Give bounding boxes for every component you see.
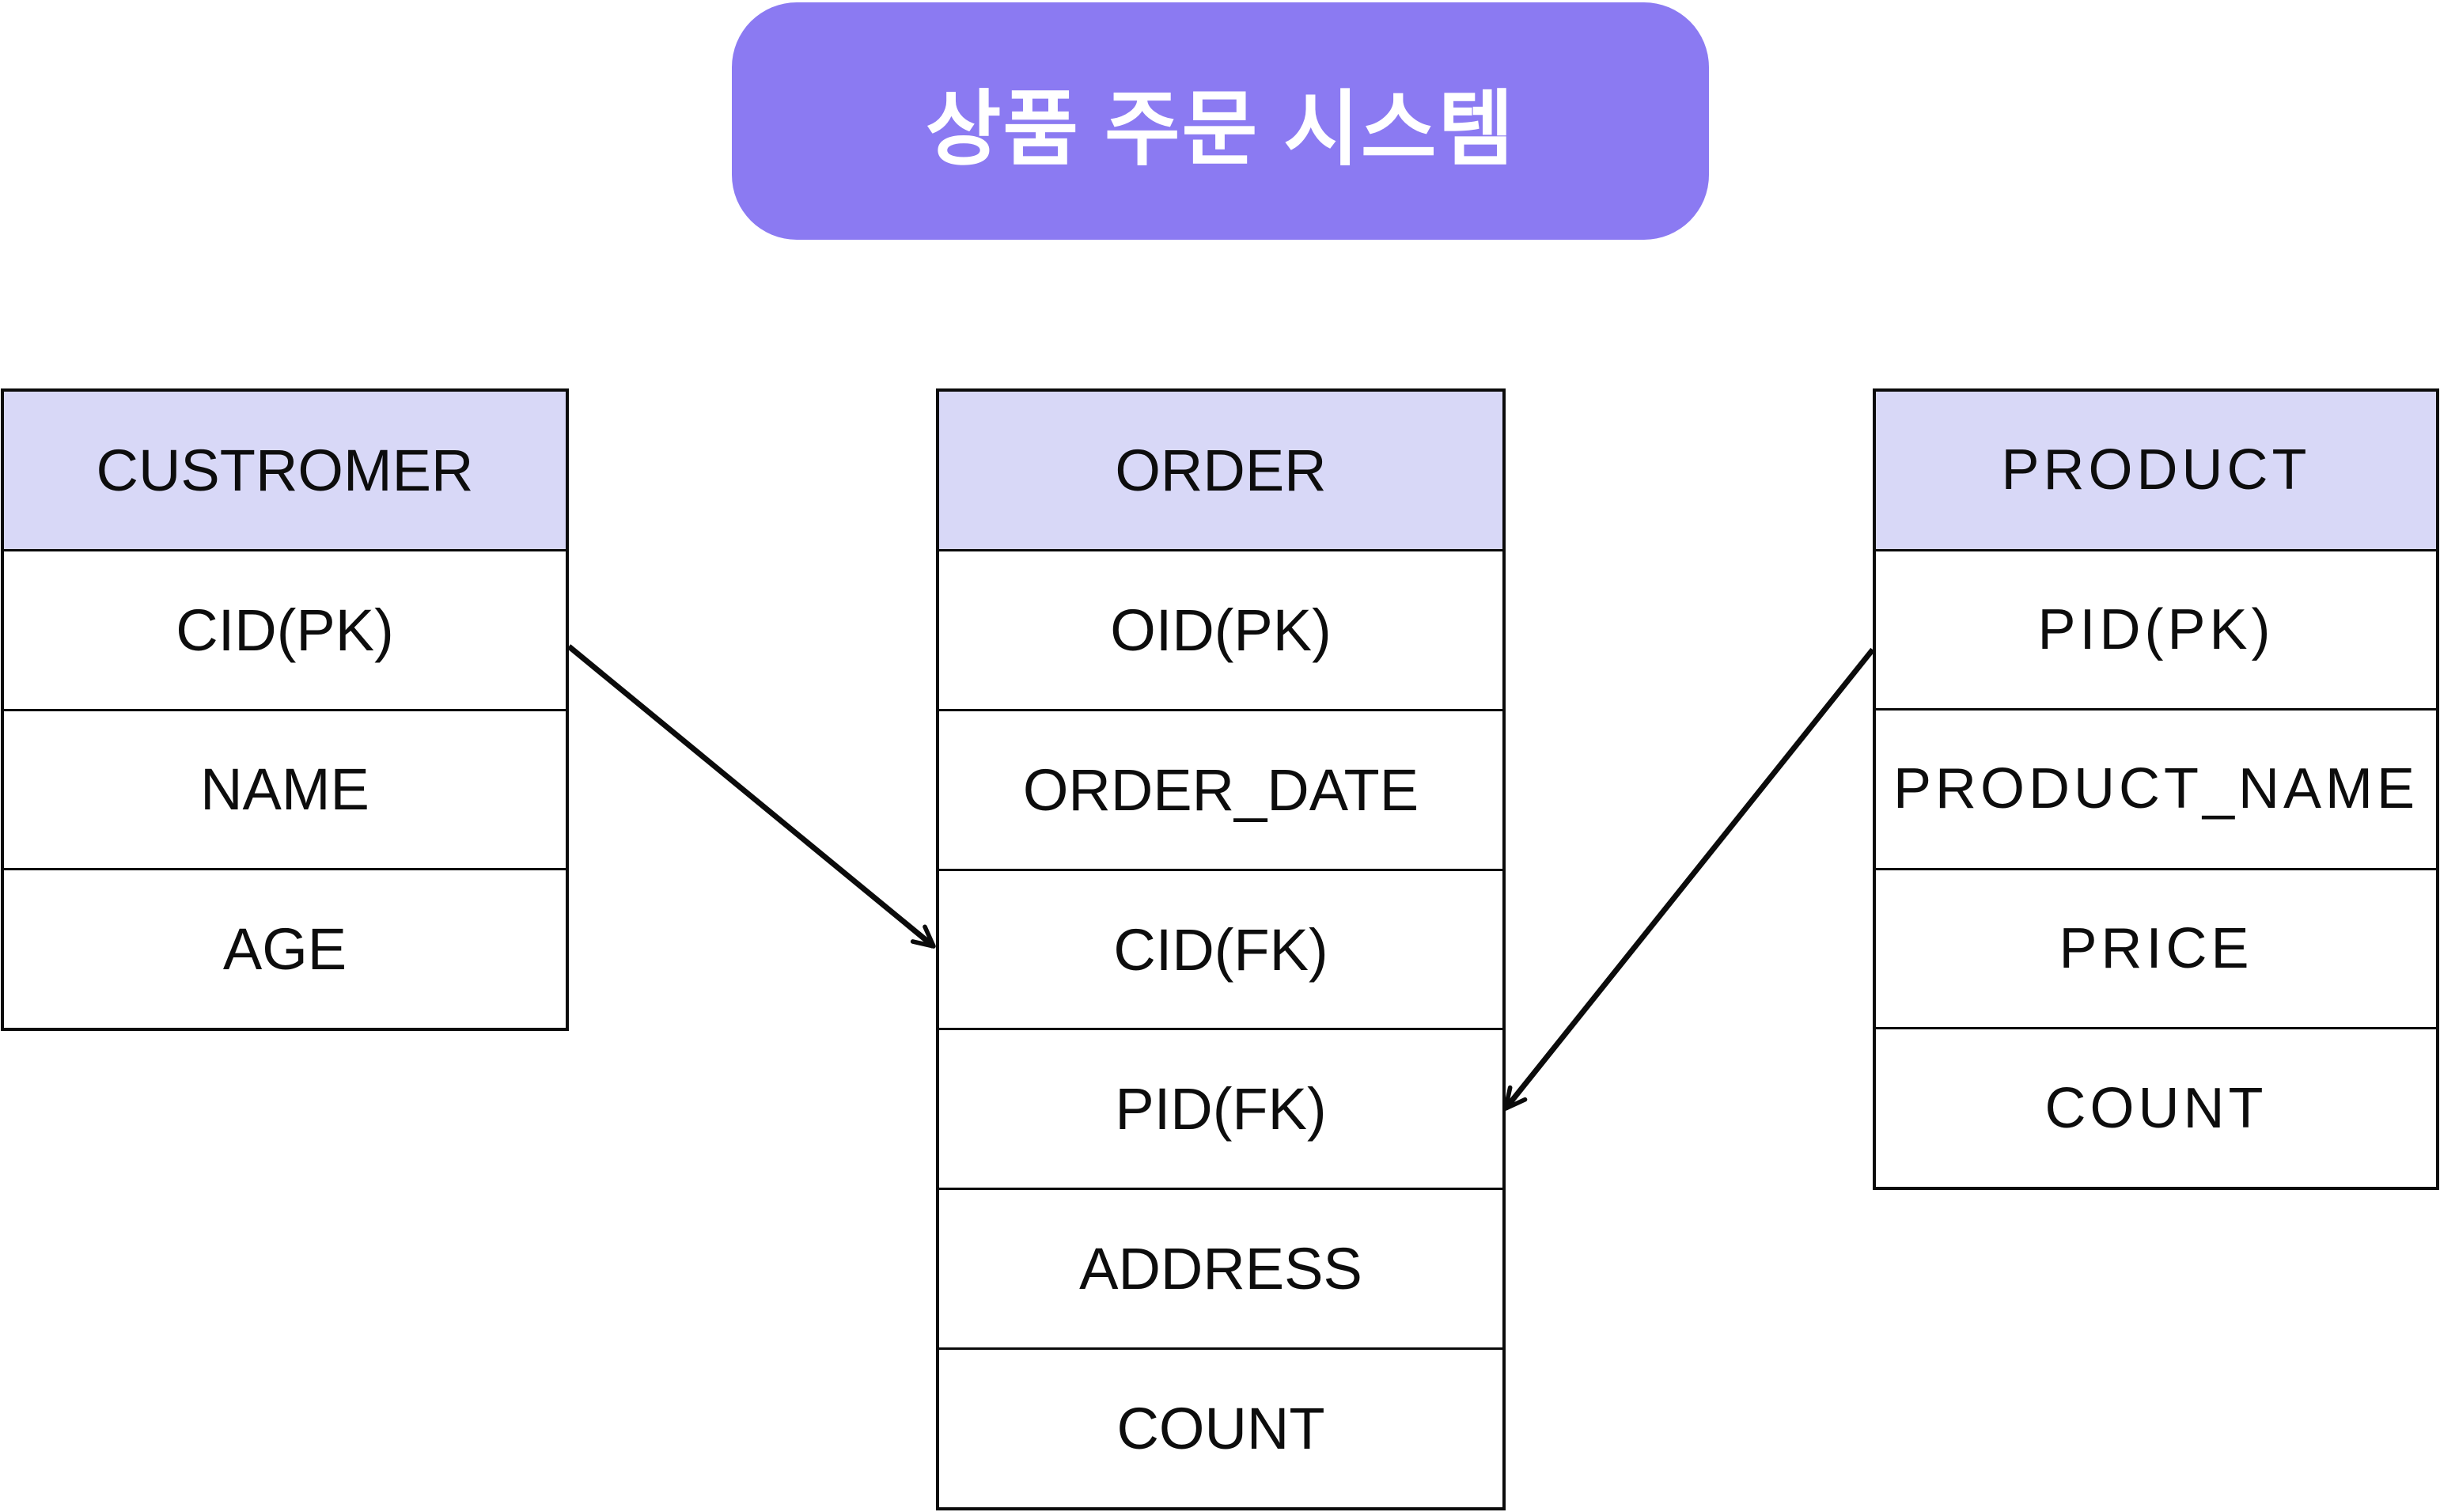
arrow-product-pid-to-order-pid [1503,647,1875,1111]
field-label: COUNT [1116,1396,1325,1462]
arrow-customer-cid-to-order-cid [566,644,936,949]
field-row-order-cid-fk: CID(FK) [939,868,1502,1029]
entity-header-order: ORDER [939,392,1502,549]
field-row-product-count: COUNT [1876,1027,2436,1187]
field-row-product-name: PRODUCT_NAME [1876,708,2436,868]
field-row-order-address: ADDRESS [939,1188,1502,1348]
title-banner: 상품 주문 시스템 [732,2,1709,240]
field-row-order-pid-fk: PID(FK) [939,1028,1502,1188]
field-label: ORDER_DATE [1022,756,1419,823]
field-row-order-count: COUNT [939,1347,1502,1508]
entity-name-label: ORDER [1115,437,1327,503]
entity-header-product: PRODUCT [1876,392,2436,549]
field-label: PID(FK) [1115,1076,1327,1143]
entity-table-product: PRODUCT PID(PK) PRODUCT_NAME PRICE COUNT [1873,388,2439,1190]
field-label: COUNT [2044,1076,2268,1140]
field-row-customer-name: NAME [4,708,566,869]
field-row-order-orderdate: ORDER_DATE [939,708,1502,869]
field-label: OID(PK) [1110,597,1332,663]
field-label: PRICE [2059,917,2253,981]
diagram-title: 상품 주문 시스템 [925,83,1516,176]
entity-name-label: PRODUCT [2001,438,2311,502]
field-row-order-oid: OID(PK) [939,548,1502,709]
field-label: ADDRESS [1079,1236,1362,1302]
field-row-customer-cid: CID(PK) [4,548,566,709]
field-label: CID(FK) [1113,916,1328,983]
field-row-product-price: PRICE [1876,867,2436,1028]
entity-table-order: ORDER OID(PK) ORDER_DATE CID(FK) PID(FK)… [936,388,1506,1510]
entity-table-customer: CUSTROMER CID(PK) NAME AGE [1,388,569,1031]
field-label: NAME [200,756,369,823]
field-row-customer-age: AGE [4,868,566,1028]
entity-name-label: CUSTROMER [96,437,474,503]
field-label: CID(PK) [176,597,394,663]
field-row-product-pid: PID(PK) [1876,548,2436,709]
field-label: PID(PK) [2037,597,2275,661]
field-label: PRODUCT_NAME [1893,757,2419,821]
entity-header-customer: CUSTROMER [4,392,566,549]
field-label: AGE [222,916,347,983]
